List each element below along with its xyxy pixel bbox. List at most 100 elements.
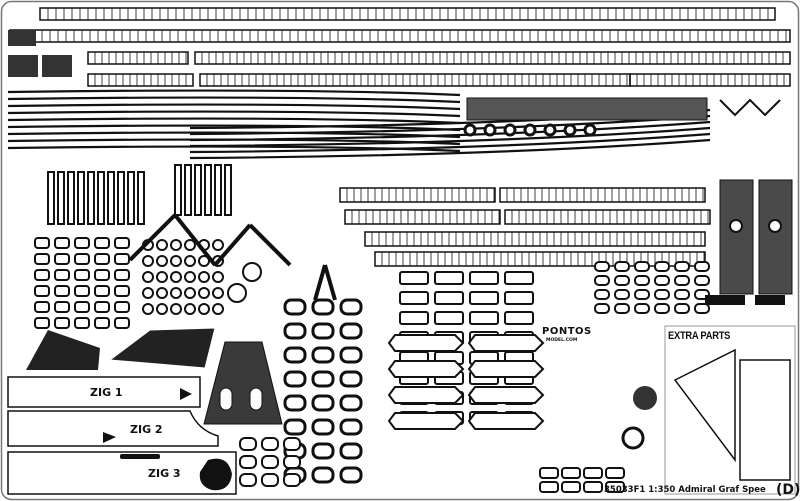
- catapult-rail: [467, 386, 545, 404]
- small-part: [170, 287, 182, 299]
- wire-rail: [7, 96, 461, 104]
- wire-rail: [189, 132, 711, 154]
- zig-3-label: ZIG 3: [148, 467, 181, 480]
- small-part: [198, 255, 210, 267]
- catapult-rail: [387, 386, 465, 404]
- plate-hole: [729, 219, 743, 233]
- brand-subtitle: MODEL.COM: [546, 338, 578, 343]
- arrow-marker: [180, 388, 192, 400]
- small-part: [283, 473, 301, 487]
- small-part: [539, 481, 559, 493]
- extra-parts-area: [664, 325, 796, 495]
- small-part: [654, 261, 670, 272]
- small-part: [634, 261, 650, 272]
- small-part: [561, 467, 581, 479]
- small-part: [170, 239, 182, 251]
- small-part: [543, 123, 557, 137]
- wire-rail: [7, 117, 461, 125]
- small-part: [94, 269, 110, 281]
- small-part: [261, 455, 279, 469]
- small-part: [339, 394, 363, 412]
- deflector-plate: [108, 327, 216, 369]
- small-part: [142, 255, 154, 267]
- wire-rail: [7, 89, 461, 97]
- radar-dish: [633, 386, 657, 410]
- small-part: [34, 301, 50, 313]
- catapult-rail: [467, 412, 545, 430]
- small-part: [34, 317, 50, 329]
- ladder: [117, 171, 125, 225]
- ladder: [77, 171, 85, 225]
- zig-1-panel: [7, 376, 201, 408]
- ladder: [137, 171, 145, 225]
- small-part: [212, 303, 224, 315]
- strut: [313, 264, 327, 301]
- small-part: [434, 271, 464, 285]
- small-plate: [8, 30, 36, 46]
- wire-rail: [7, 103, 461, 111]
- small-part: [239, 437, 257, 451]
- small-part: [74, 285, 90, 297]
- small-part: [54, 269, 70, 281]
- small-part: [605, 481, 625, 493]
- small-part: [170, 271, 182, 283]
- small-part: [156, 239, 168, 251]
- small-part: [74, 253, 90, 265]
- small-part: [54, 285, 70, 297]
- small-part: [54, 237, 70, 249]
- small-plate: [8, 55, 38, 77]
- small-part: [283, 322, 307, 340]
- small-part: [594, 289, 610, 300]
- wire-rail: [7, 124, 461, 132]
- small-part: [674, 261, 690, 272]
- small-part: [583, 123, 597, 137]
- small-part: [634, 289, 650, 300]
- small-part: [34, 253, 50, 265]
- small-part: [283, 370, 307, 388]
- small-part: [283, 394, 307, 412]
- small-part: [239, 455, 257, 469]
- small-part: [311, 346, 335, 364]
- small-part: [504, 271, 534, 285]
- zig-3-panel: [7, 451, 237, 495]
- strut: [173, 213, 217, 267]
- small-part: [339, 442, 363, 460]
- truss: [719, 98, 781, 117]
- zig-1-label: ZIG 1: [90, 386, 123, 399]
- ladder: [194, 164, 202, 216]
- small-part: [142, 271, 154, 283]
- deflector-plate: [26, 330, 100, 370]
- catapult-rail: [387, 334, 465, 352]
- small-part: [614, 303, 630, 314]
- small-part: [184, 239, 196, 251]
- small-part: [339, 322, 363, 340]
- small-part: [114, 301, 130, 313]
- strut: [248, 223, 292, 267]
- fret-caption: 35033F1 1:350 Admiral Graf Spee: [604, 485, 766, 495]
- parts-group: [8, 30, 791, 493]
- wheel: [227, 283, 247, 303]
- small-part: [156, 303, 168, 315]
- small-part: [283, 418, 307, 436]
- funnel-opening: [249, 387, 263, 411]
- catapult-rail: [387, 360, 465, 378]
- small-part: [694, 275, 710, 286]
- small-part: [504, 291, 534, 305]
- small-part: [674, 275, 690, 286]
- small-part: [184, 303, 196, 315]
- small-part: [483, 123, 497, 137]
- small-part: [142, 287, 154, 299]
- wire-rail: [189, 138, 711, 160]
- small-part: [605, 467, 625, 479]
- small-part: [156, 271, 168, 283]
- ladder: [214, 164, 222, 216]
- small-part: [614, 261, 630, 272]
- wire-rail: [189, 126, 711, 148]
- small-part: [54, 253, 70, 265]
- small-part: [399, 311, 429, 325]
- ladder: [67, 171, 75, 225]
- small-part: [198, 303, 210, 315]
- arrow-marker: [103, 432, 116, 443]
- small-part: [563, 123, 577, 137]
- ladder: [47, 171, 55, 225]
